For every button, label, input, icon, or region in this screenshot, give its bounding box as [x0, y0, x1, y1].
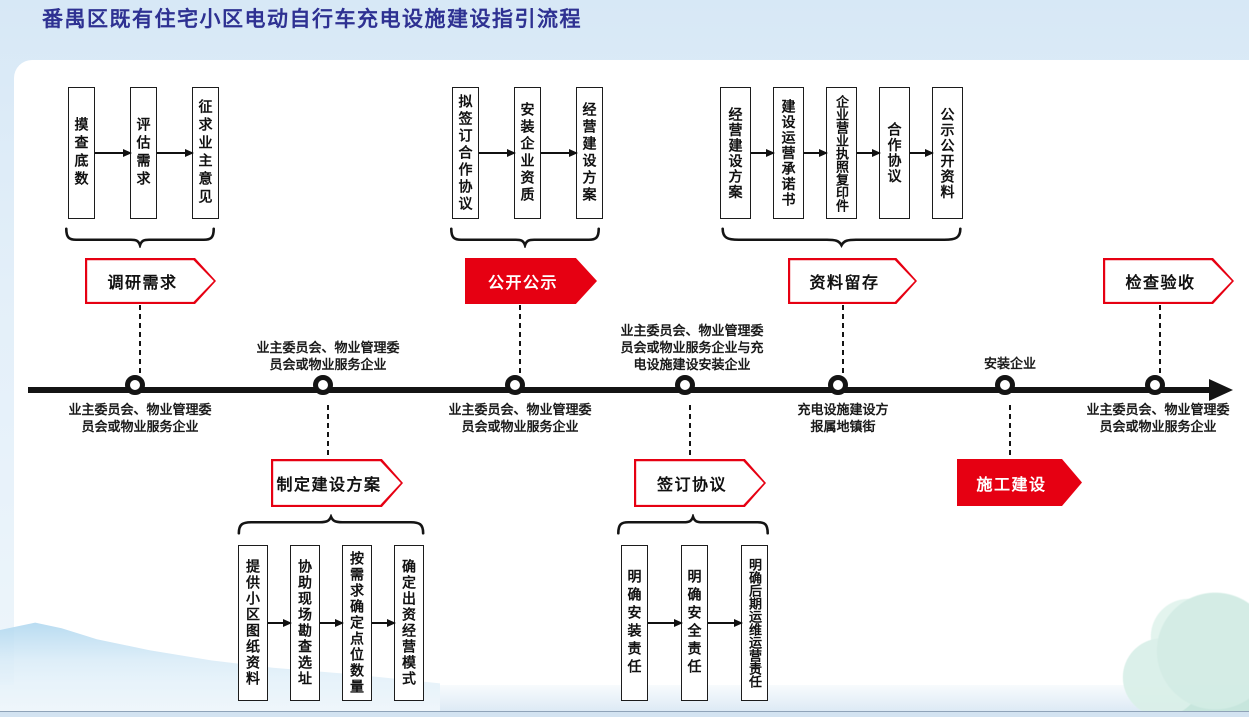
stage-tag-label: 检查验收 [1125, 275, 1196, 292]
right-arrow-icon [804, 151, 826, 155]
dashed-connector [1159, 305, 1161, 375]
flow-box: 征求业主意见 [192, 87, 219, 219]
stage-tag-label: 调研需求 [107, 275, 178, 292]
right-arrow-icon [708, 621, 741, 625]
pentagon-arrow-shape [271, 459, 403, 507]
pentagon-arrow-shape [465, 258, 597, 304]
pentagon-arrow-shape [85, 258, 216, 304]
right-arrow-icon [857, 151, 879, 155]
flow-box: 按需求确定点位数量 [342, 545, 372, 701]
stage-tag-publicity: 公开公示 [465, 258, 597, 304]
group-plan-steps: 提供小区图纸资料 协助现场勘查选址 按需求确定点位数量 确定出资经营模式 [238, 545, 424, 701]
pentagon-arrow-shape [634, 459, 766, 507]
stage-tag-label: 施工建设 [976, 476, 1047, 494]
stage-tag-research: 调研需求 [85, 258, 216, 304]
pentagon-arrow-shape [788, 258, 917, 304]
flow-box: 拟签订合作协议 [452, 87, 479, 219]
dashed-connector [139, 305, 141, 375]
pentagon-arrow-shape [957, 459, 1082, 506]
right-arrow-icon [910, 151, 932, 155]
group-brace-icon [449, 226, 601, 248]
tree-decoration [1067, 591, 1249, 711]
group-brace-icon [236, 514, 426, 536]
group-archive-docs: 经营建设方案 建设运营承诺书 企业营业执照复印件 合作协议 公示公开资料 [720, 87, 963, 219]
timeline-node [995, 375, 1015, 395]
flow-box: 评估需求 [130, 87, 157, 219]
right-arrow-icon [157, 151, 192, 155]
stage-tag-plan: 制定建设方案 [271, 459, 403, 507]
stage-tag-construction: 施工建设 [957, 459, 1082, 506]
flow-box: 协助现场勘查选址 [290, 545, 320, 701]
flow-box: 公示公开资料 [932, 87, 963, 219]
stage-tag-label: 公开公示 [487, 275, 558, 292]
timeline-node [1145, 375, 1165, 395]
flow-box: 安装企业资质 [514, 87, 541, 219]
group-survey: 摸查底数 评估需求 征求业主意见 [68, 87, 219, 219]
flow-box: 建设运营承诺书 [773, 87, 804, 219]
flow-box: 确定出资经营模式 [394, 545, 424, 701]
dashed-connector [689, 405, 691, 458]
bottom-strip-decoration [0, 711, 1249, 717]
pentagon-arrow-shape [1103, 258, 1234, 304]
group-brace-icon [64, 226, 216, 248]
dashed-connector [842, 305, 844, 375]
stage-tag-label: 制定建设方案 [276, 477, 382, 494]
actor-label: 业主委员会、物业管理委 员会或物业服务企业与充 电设施建设安装企业 [620, 323, 764, 372]
stage-tag-archive: 资料留存 [788, 258, 917, 304]
timeline-node [675, 375, 695, 395]
flow-box: 经营建设方案 [576, 87, 603, 219]
actor-label: 安装企业 [983, 356, 1036, 371]
flow-box: 明确安装责任 [621, 545, 648, 701]
page-title: 番禺区既有住宅小区电动自行车充电设施建设指引流程 [42, 8, 582, 31]
flow-box: 摸查底数 [68, 87, 95, 219]
group-brace-icon [616, 514, 770, 536]
group-brace-icon [719, 226, 964, 248]
right-arrow-icon [479, 151, 514, 155]
stage-tag-inspection: 检查验收 [1103, 258, 1234, 304]
timeline-node [505, 375, 525, 395]
stage-tag-agreement: 签订协议 [634, 459, 766, 507]
flow-box: 提供小区图纸资料 [238, 545, 268, 701]
flow-box: 企业营业执照复印件 [826, 87, 857, 219]
flow-box: 明确后期运维运营责任 [741, 545, 768, 701]
right-arrow-icon [268, 621, 290, 625]
timeline-node [313, 375, 333, 395]
actor-label: 业主委员会、物业管理委 员会或物业服务企业 [256, 340, 400, 372]
group-agreement-steps: 明确安装责任 明确安全责任 明确后期运维运营责任 [621, 545, 768, 701]
group-publicity-docs: 拟签订合作协议 安装企业资质 经营建设方案 [452, 87, 603, 219]
stage-tag-label: 签订协议 [656, 477, 727, 494]
right-arrow-icon [648, 621, 681, 625]
right-arrow-icon [751, 151, 773, 155]
right-arrow-icon [95, 151, 130, 155]
dashed-connector [519, 305, 521, 375]
right-arrow-icon [320, 621, 342, 625]
flow-box: 明确安全责任 [681, 545, 708, 701]
actor-label: 业主委员会、物业管理委 员会或物业服务企业 [68, 402, 212, 434]
flow-box: 合作协议 [879, 87, 910, 219]
flow-box: 经营建设方案 [720, 87, 751, 219]
timeline-node [125, 375, 145, 395]
dashed-connector [327, 405, 329, 458]
actor-label: 充电设施建设方 报属地镇街 [797, 402, 889, 434]
dashed-connector [1009, 405, 1011, 458]
actor-label: 业主委员会、物业管理委 员会或物业服务企业 [1086, 402, 1230, 434]
actor-label: 业主委员会、物业管理委 员会或物业服务企业 [448, 402, 592, 434]
timeline-arrowhead-icon [1209, 379, 1233, 401]
right-arrow-icon [541, 151, 576, 155]
timeline-node [828, 375, 848, 395]
right-arrow-icon [372, 621, 394, 625]
stage-tag-label: 资料留存 [809, 275, 880, 292]
timeline-axis [28, 387, 1211, 393]
